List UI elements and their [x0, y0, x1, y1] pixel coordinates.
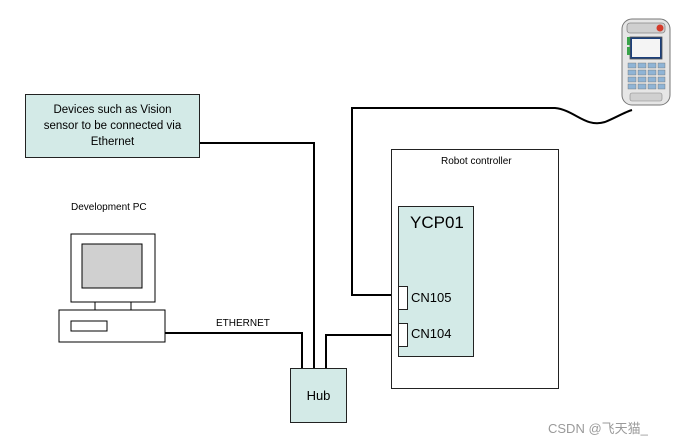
hub-label: Hub [306, 388, 331, 403]
wire-pc-hub [165, 332, 303, 368]
ethernet-label: ETHERNET [216, 318, 270, 329]
devices-label-line-3: Ethernet [90, 136, 135, 148]
robot-controller-label: Robot controller [441, 156, 512, 167]
wire-hub-cn104 [325, 334, 398, 368]
development-pc-label: Development PC [71, 202, 147, 213]
ycp01-label: YCP01 [410, 213, 464, 232]
ycp01-board [398, 206, 474, 357]
cn105-connector [398, 286, 408, 310]
wire-pendant-cn105 [351, 107, 633, 296]
hub-box: Hub [290, 368, 347, 423]
cn104-connector [398, 323, 408, 347]
cn104-label: CN104 [411, 326, 452, 341]
devices-label-line-1: Devices such as Vision [53, 104, 172, 116]
teach-pendant-icon [621, 18, 671, 106]
devices-label-line-2: sensor to be connected via [43, 120, 182, 132]
cn105-label: CN105 [411, 290, 452, 305]
wire-devices-hub [200, 142, 315, 368]
computer-icon [58, 233, 166, 343]
devices-box: Devices such as Vision sensor to be conn… [25, 94, 200, 158]
watermark-text: CSDN @飞天猫_ [548, 421, 648, 436]
